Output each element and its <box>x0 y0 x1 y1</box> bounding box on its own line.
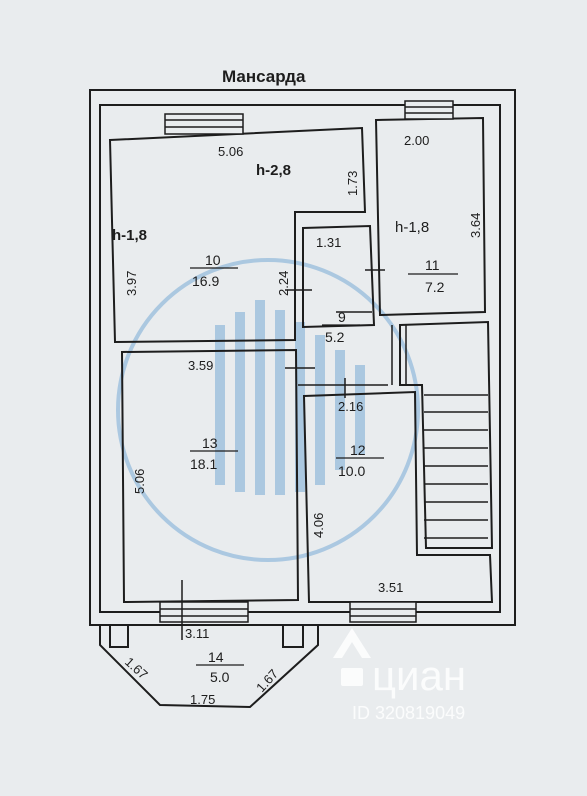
room-10-label: 10 16.9 <box>190 252 238 289</box>
room-13-label: 13 18.1 <box>190 435 238 472</box>
dim-224: 2.24 <box>276 271 291 296</box>
svg-text:5.2: 5.2 <box>325 329 345 345</box>
svg-text:5.0: 5.0 <box>210 669 230 685</box>
room-12-label: 12 10.0 <box>336 442 384 479</box>
dim-506-top: 5.06 <box>218 144 243 159</box>
cian-brand: циан <box>372 652 466 699</box>
svg-text:14: 14 <box>208 649 224 665</box>
door-marks <box>181 269 388 640</box>
height-label-left: h-1,8 <box>112 227 147 244</box>
svg-text:18.1: 18.1 <box>190 456 217 472</box>
outer-walls <box>89 89 516 626</box>
svg-text:16.9: 16.9 <box>192 273 219 289</box>
stairs <box>391 325 488 539</box>
svg-text:7.2: 7.2 <box>425 279 445 295</box>
svg-text:13: 13 <box>202 435 218 451</box>
room-9-label: 9 5.2 <box>322 309 360 345</box>
dim-311: 3.11 <box>185 626 209 641</box>
room-11-label: 11 7.2 <box>408 257 458 295</box>
dim-351: 3.51 <box>378 580 403 595</box>
dim-175: 1.75 <box>190 692 215 707</box>
svg-text:10: 10 <box>205 252 221 268</box>
dim-359: 3.59 <box>188 358 213 373</box>
dim-200: 2.00 <box>404 133 429 148</box>
dim-167-right: 1.67 <box>253 666 281 695</box>
dim-397: 3.97 <box>124 271 139 296</box>
room-walls <box>108 116 494 604</box>
dimension-labels: 5.06 1.73 2.00 3.64 3.97 1.31 2.24 3.59 … <box>122 133 483 707</box>
svg-text:11: 11 <box>425 257 440 273</box>
cian-id: ID 320819049 <box>352 703 465 723</box>
balcony <box>99 624 319 709</box>
dim-173: 1.73 <box>345 171 360 196</box>
cian-watermark: циан ID 320819049 <box>333 628 466 723</box>
dim-167-left: 1.67 <box>122 654 151 682</box>
room-14-label: 14 5.0 <box>196 649 244 685</box>
svg-text:10.0: 10.0 <box>338 463 365 479</box>
floor-title: Мансарда <box>222 67 306 86</box>
svg-text:9: 9 <box>338 309 346 325</box>
svg-text:12: 12 <box>350 442 366 458</box>
dim-406: 4.06 <box>311 513 326 538</box>
dim-364: 3.64 <box>468 213 483 238</box>
dim-216: 2.16 <box>338 399 363 414</box>
height-label-right: h-1,8 <box>395 219 429 236</box>
dim-131: 1.31 <box>316 235 341 250</box>
cian-logo-icon <box>333 628 371 686</box>
height-label-top: h-2,8 <box>256 162 291 179</box>
watermark-logo <box>116 258 420 562</box>
dim-506-left: 5.06 <box>132 469 147 494</box>
